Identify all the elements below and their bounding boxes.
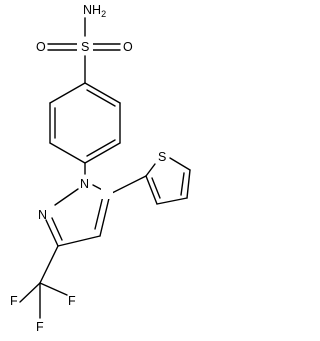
atom-labels: NH2 S O O N N S F F F [10,3,166,334]
bond-benzene-inner-1 [86,89,116,107]
bond-n2-c3 [45,219,59,247]
thiophene-sulfur-label: S [158,150,166,164]
bond-benzene-inner-2 [86,139,116,157]
bond-thiophene-5 [145,175,158,205]
bond-benzene-4 [49,142,86,164]
bond-c4-c5-inner [94,195,104,230]
oxygen-left-label: O [36,40,46,54]
oxygen-right-label: O [123,40,133,54]
chemical-structure: NH2 S O O N N S F F F [10,3,191,334]
bond-thiophene-inner-1 [180,172,185,196]
bond-thiophene-1 [145,163,156,177]
bond-c3-c4 [57,235,101,247]
bond-thiophene-3 [186,169,191,199]
bond-c-f-right [39,282,68,296]
bond-benzene-6 [49,82,86,104]
bond-lines [19,17,191,319]
bond-benzene-1 [84,82,121,104]
bond-n2-c3-inner [51,217,63,241]
bond-thiophene-inner-2 [151,177,161,199]
bond-c-f-left [19,282,41,303]
bond-c5-thiophene [109,175,147,195]
bond-thiophene-2 [169,157,191,171]
fluorine-bottom-label: F [36,320,44,334]
fluorine-right-label: F [68,294,76,308]
bond-c3-cf3 [39,245,59,284]
fluorine-left-label: F [10,294,18,308]
sulfonyl-sulfur-label: S [81,40,89,54]
pyrazole-n1-label: N [80,177,89,191]
bond-benzene-3 [84,142,121,164]
pyrazole-n2-label: N [38,208,47,222]
bond-c4-c5 [99,193,111,237]
nh2-label: NH2 [83,3,106,19]
bond-n1-n2 [54,188,79,206]
bond-thiophene-4 [156,197,188,205]
